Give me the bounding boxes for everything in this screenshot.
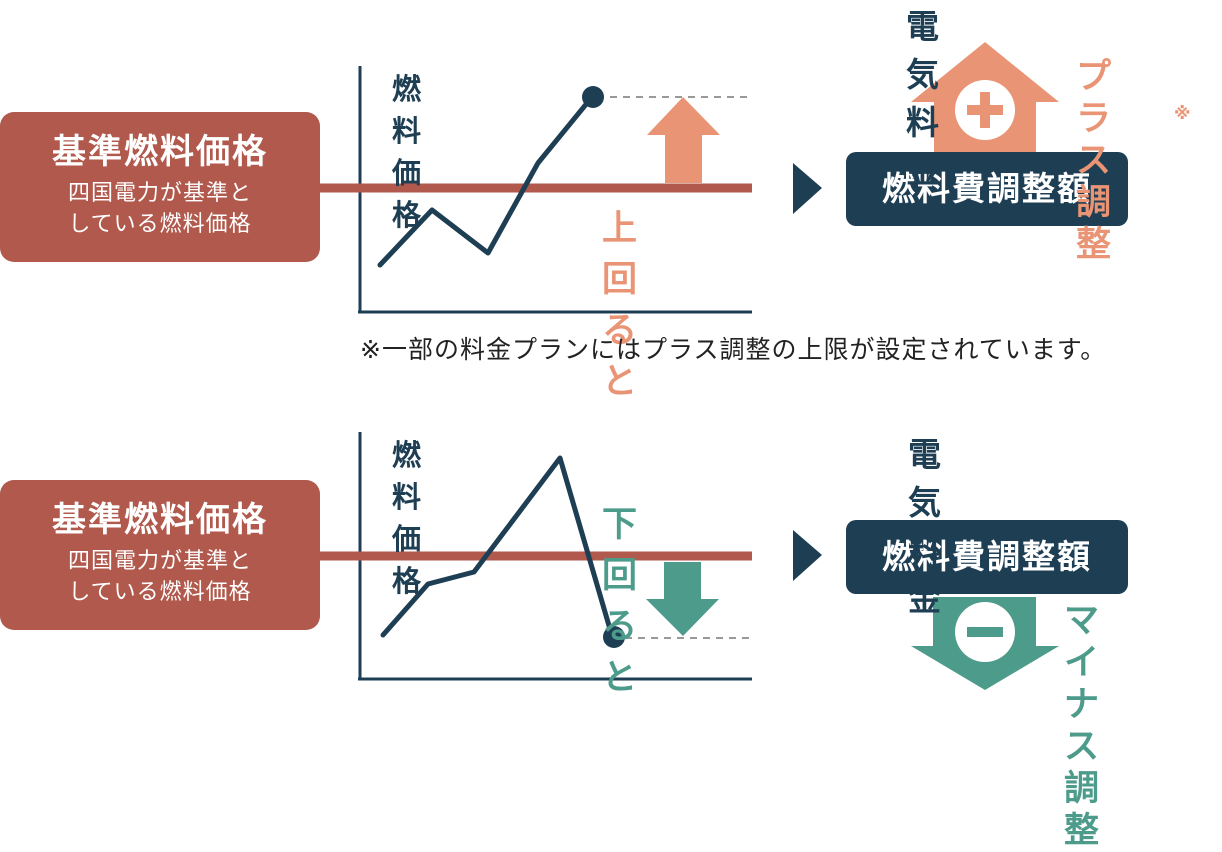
fuel-price-label: 燃料価格 (392, 438, 423, 598)
up-arrow-icon (647, 97, 720, 183)
upper-pointer-triangle (793, 163, 822, 214)
upper-panel-graphics (318, 42, 1059, 314)
fuel-cost-adjustment-label: 燃料費調整額 (882, 537, 1092, 576)
fuel-price-label: 燃料価格 (392, 72, 423, 232)
base-fuel-price-title: 基準燃料価格 (52, 500, 268, 540)
fuel-cost-adjustment-label: 燃料費調整額 (882, 169, 1092, 208)
minus-adjustment-label: マイナス 調整 (1064, 600, 1102, 852)
base-fuel-price-description: 四国電力が基準と している燃料価格 (67, 549, 252, 605)
lower-price-endpoint (603, 626, 625, 648)
base-fuel-price-box: 基準燃料価格 四国電力が基準と している燃料価格 (0, 480, 320, 630)
base-fuel-price-box: 基準燃料価格 四国電力が基準と している燃料価格 (0, 112, 320, 262)
lower-panel-graphics (318, 432, 1059, 690)
upper-price-endpoint (582, 86, 604, 108)
plus-adjustment-line2: 調整 (1076, 183, 1115, 265)
diagram-graphics (318, 42, 1059, 690)
plus-adjustment-asterisk: ※ (1174, 104, 1191, 124)
plus-adjustment-line1: プラス (1076, 57, 1115, 181)
down-arrow-icon (646, 562, 719, 636)
plus-adjustment-label: プラス 調整 (1076, 56, 1114, 266)
upper-price-line (377, 94, 595, 268)
plus-icon (967, 92, 1003, 128)
base-fuel-price-title: 基準燃料価格 (52, 132, 268, 172)
base-fuel-price-description: 四国電力が基準と している燃料価格 (67, 181, 252, 237)
minus-adjustment-line2: 調整 (1064, 769, 1103, 851)
fuel-cost-adjustment-box: 燃料費調整額 (846, 520, 1128, 594)
fuel-cost-adjustment-box: 燃料費調整額 (846, 152, 1128, 226)
footnote: ※一部の料金プランにはプラス調整の上限が設定されています。 (360, 335, 1107, 364)
minus-icon (967, 627, 1003, 637)
direction-label-above: 上回ると (602, 209, 640, 402)
electricity-rate-label: 電気料金 (906, 7, 941, 190)
direction-label-below: 下回ると (602, 505, 640, 698)
lower-price-line (380, 455, 615, 639)
lower-pointer-triangle (793, 530, 822, 581)
electricity-rate-label: 電気料金 (908, 435, 943, 618)
minus-adjustment-line1: マイナス (1064, 601, 1103, 767)
